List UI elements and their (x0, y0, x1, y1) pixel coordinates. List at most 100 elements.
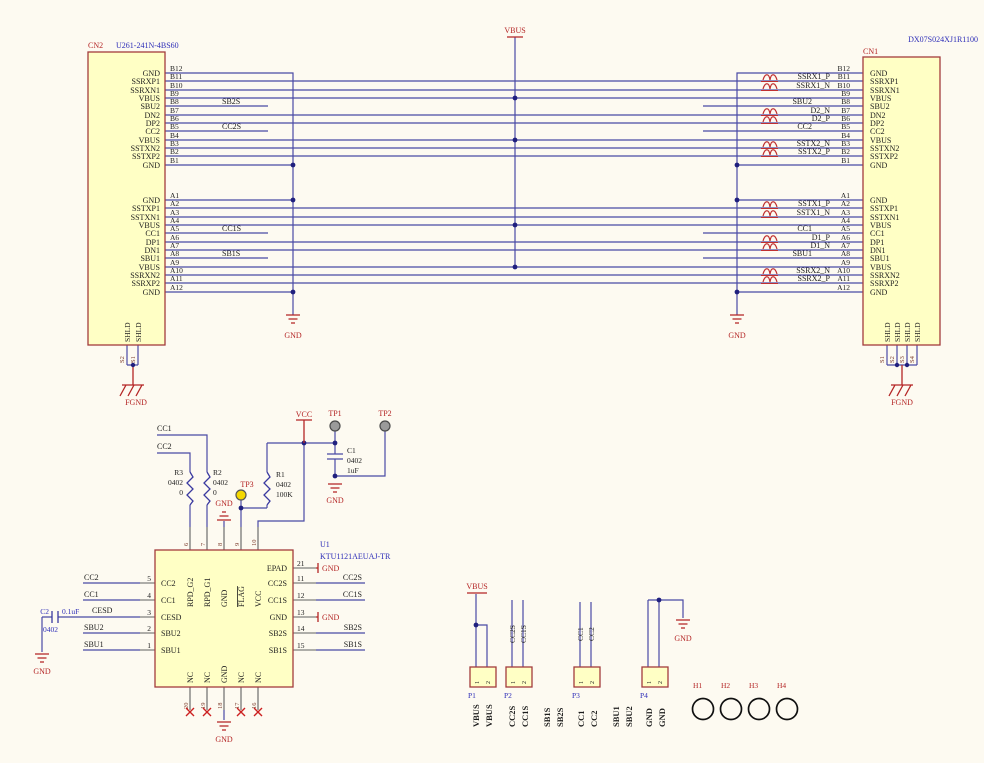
value: 0 (213, 488, 217, 497)
pin-number: A7 (841, 241, 850, 250)
testpoint-tp2[interactable]: TP2 (378, 409, 392, 432)
pin-name: VBUS (139, 94, 160, 103)
header-p2[interactable]: 1 2 P2 (504, 666, 533, 700)
pin-number: A1 (841, 191, 850, 200)
hdr-pin: 2 (590, 681, 596, 684)
pin-number: 11 (297, 574, 304, 583)
p4-ref: P4 (640, 691, 648, 700)
net-callout: GND (657, 708, 667, 727)
h1-label: H1 (693, 681, 702, 690)
net-label: CC2 (84, 573, 99, 582)
header-p1[interactable]: 1 2 P1 (468, 666, 497, 700)
pin-name: GND (220, 589, 229, 607)
pin-name: DP1 (870, 238, 884, 247)
shld-pin: SHLD (893, 322, 902, 342)
pin-number: 3 (147, 608, 151, 617)
net-callout: CC1 (576, 710, 586, 727)
pin-number: B8 (841, 97, 850, 106)
tp1-label: TP1 (328, 409, 341, 418)
no-connect-x (185, 707, 263, 717)
testpoint-tp1[interactable]: TP1 (328, 409, 342, 432)
pin-name: SSTXN1 (131, 213, 160, 222)
pin-name: CC1S (268, 596, 287, 605)
hdr-pin: 1 (511, 681, 517, 684)
connector-cn2[interactable]: CN2 U261-241N-4BS60 GND SSRXP1 SSRXN1 VB… (87, 41, 183, 363)
net-label: SBU1 (84, 640, 104, 649)
pin-name: FLAG (237, 586, 246, 607)
header-p4[interactable]: 1 2 P4 (640, 666, 669, 700)
pin-name: GND (870, 288, 888, 297)
pin-name: SSTXP2 (132, 152, 160, 161)
pin-number: A12 (170, 283, 183, 292)
pin-name: DN1 (144, 246, 160, 255)
net-labels-left: SB2S CC2S CC1S SB1S (222, 97, 241, 258)
pin-name: CC1 (145, 229, 160, 238)
mounting-hole-h4[interactable]: H4 (775, 681, 799, 721)
cn1-ref: CN1 (863, 47, 878, 56)
header-p3[interactable]: 1 2 P3 (572, 666, 601, 700)
net-label: CC2 (157, 442, 172, 451)
wire (165, 37, 863, 315)
pin-name: GND (220, 665, 229, 683)
resistor-r2[interactable]: R2 0402 0 (203, 468, 228, 506)
pin-number: A1 (170, 191, 179, 200)
tp3-label: TP3 (240, 480, 253, 489)
net-label: SSTX2_P (798, 147, 831, 156)
pin-number: 13 (297, 608, 305, 617)
fgnd-label: FGND (125, 398, 147, 407)
net-label: CC1S (343, 590, 362, 599)
net-label: CC1S (519, 625, 528, 643)
net-label: SSRX2_P (798, 274, 831, 283)
value: 0 (179, 488, 183, 497)
ic-u1[interactable]: U1 KTU1121AEUAJ-TR CC2 CC1 CESD SBU2 SBU… (147, 540, 391, 710)
mounting-hole-h1[interactable]: H1 (691, 681, 715, 721)
pin-number: 18 (217, 703, 224, 710)
pin-name: SBU1 (870, 254, 890, 263)
resistor-r3[interactable]: R3 0402 0 (168, 468, 194, 506)
p2-ref: P2 (504, 691, 512, 700)
pin-name: GND (143, 69, 161, 78)
pin-name: DN2 (144, 111, 160, 120)
net-label: SSTX2_N (797, 139, 831, 148)
orange-net-callouts: VBUS VBUS CC2S CC1S SB1S SB2S CC1 CC2 SB… (471, 704, 667, 727)
pin-number: A6 (170, 233, 179, 242)
pin-name: VBUS (870, 221, 891, 230)
net-labels-right-red: SSRX1_P SSRX1_N D2_N D2_P SSTX2_N SSTX2_… (796, 72, 830, 283)
h4-label: H4 (777, 681, 786, 690)
net-label: CESD (92, 606, 113, 615)
resistor-r1[interactable]: R1 0402 100K (263, 470, 293, 506)
net-label: SSTX1_P (798, 199, 831, 208)
mounting-hole-h3[interactable]: H3 (747, 681, 771, 721)
gnd-label: GND (215, 499, 233, 508)
pin-name: CC2S (268, 579, 287, 588)
u1-part: KTU1121AEUAJ-TR (320, 552, 391, 561)
pin-name: DP1 (146, 238, 160, 247)
testpoint-tp3[interactable]: TP3 (235, 480, 254, 501)
capacitor-c2[interactable]: C2 0.1uF 0402 (40, 607, 79, 634)
pin-name: SB2S (269, 629, 287, 638)
connector-cn1[interactable]: DX07S024XJ1R1100 CN1 GND SSRXP1 SSRXN1 V… (837, 35, 978, 363)
capacitor-c1[interactable]: C1 0402 1uF (347, 446, 362, 475)
pin-number: B10 (837, 81, 850, 90)
net-labels-right-blue: SBU2 CC2 CC1 SBU1 (792, 97, 812, 258)
fgnd-symbol (119, 384, 913, 397)
pin-number: A10 (837, 266, 850, 275)
pin-number: B5 (841, 122, 850, 131)
pin-number: A6 (841, 233, 850, 242)
net-label: CC2S (508, 625, 517, 643)
net-callout: SB2S (555, 707, 565, 727)
net-label: CC2 (797, 122, 812, 131)
hdr-pin: 2 (658, 681, 664, 684)
pin-number: A3 (170, 208, 179, 217)
hdr-pin: 1 (475, 681, 481, 684)
net-label: D2_P (812, 114, 831, 123)
mounting-hole-h2[interactable]: H2 (719, 681, 743, 721)
net-label: CC2S (343, 573, 362, 582)
wire (126, 345, 918, 366)
net-label: SB1S (344, 640, 362, 649)
shld-pin: SHLD (123, 322, 132, 342)
pin-number: B9 (170, 89, 179, 98)
pin-number: 7 (200, 542, 207, 546)
pin-number: 17 (234, 702, 241, 709)
pin-name: CC1 (870, 229, 885, 238)
